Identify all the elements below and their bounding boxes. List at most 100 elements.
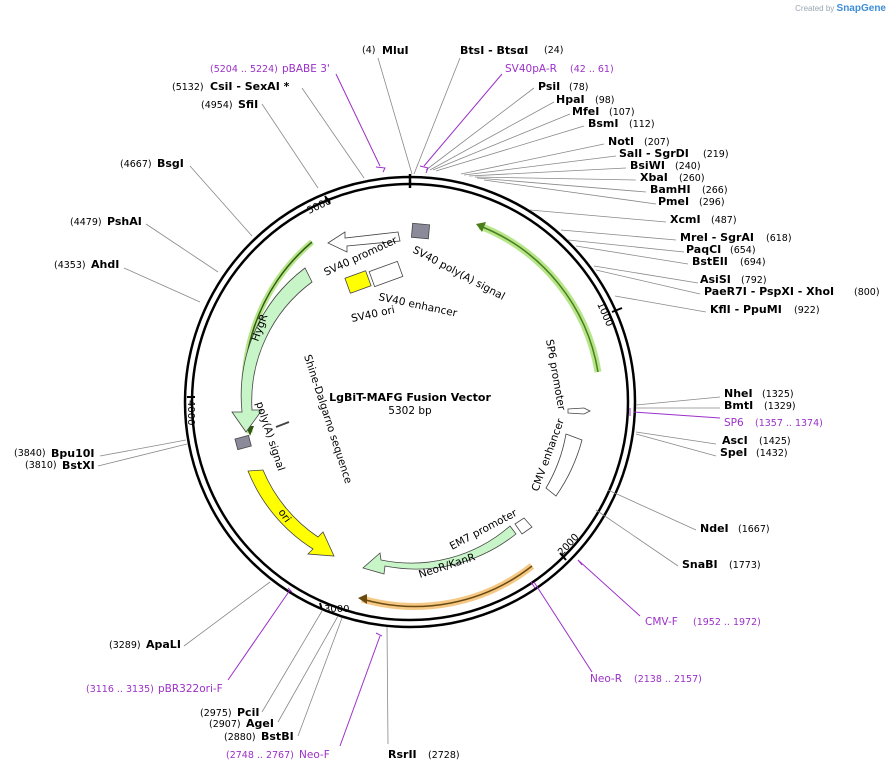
sites-right: (4) MluI BtsI - BtsαI (24) PsiI (78) Hpa…: [362, 44, 880, 761]
svg-text:(694): (694): [740, 257, 766, 268]
primer-lines: [227, 73, 721, 747]
svg-text:BsgI: BsgI: [157, 157, 184, 170]
label-neor: NeoR/KanR: [417, 551, 477, 581]
svg-text:BsmI: BsmI: [588, 117, 619, 130]
svg-text:BtsI - BtsαI: BtsI - BtsαI: [460, 44, 528, 57]
svg-text:(922): (922): [794, 305, 820, 316]
svg-text:SV40pA-R: SV40pA-R: [505, 63, 557, 75]
leader-lines-left: [97, 87, 365, 737]
svg-text:(296): (296): [699, 197, 725, 208]
svg-text:KflI - PpuMI: KflI - PpuMI: [710, 303, 782, 316]
tick-5000: 5000: [306, 195, 333, 217]
feature-hygr: [231, 267, 313, 433]
snapgene-brand: Created by SnapGene: [795, 3, 886, 14]
svg-text:MreI - SgrAI: MreI - SgrAI: [680, 231, 754, 244]
svg-text:(3810): (3810): [25, 460, 57, 471]
svg-text:BstEII: BstEII: [692, 255, 728, 268]
svg-text:(2975): (2975): [200, 708, 232, 719]
tick-2000: 2000: [556, 532, 582, 561]
svg-text:(800): (800): [854, 287, 880, 298]
svg-text:(1667): (1667): [738, 524, 770, 535]
svg-text:SnaBI: SnaBI: [682, 558, 718, 571]
feature-cmv-enhancer: [545, 433, 583, 497]
plasmid-name: LgBiT-MAFG Fusion Vector: [329, 391, 491, 404]
svg-text:(266): (266): [702, 185, 728, 196]
svg-text:(260): (260): [679, 173, 705, 184]
svg-text:PshAI: PshAI: [107, 215, 142, 228]
svg-text:(2907): (2907): [209, 719, 241, 730]
svg-text:pBR322ori-F: pBR322ori-F: [158, 683, 223, 695]
feature-ori: [247, 469, 335, 557]
label-shine-dalgarno: Shine-Dalgarno sequence: [301, 353, 354, 485]
svg-text:BamHI: BamHI: [650, 183, 691, 196]
svg-text:(487): (487): [711, 215, 737, 226]
tick-3000: 3000: [319, 602, 349, 615]
svg-text:pBABE 3': pBABE 3': [282, 63, 330, 75]
svg-text:RsrII: RsrII: [388, 748, 417, 761]
green-arc-head: [476, 222, 486, 232]
svg-text:(4667): (4667): [120, 159, 152, 170]
svg-text:(5132): (5132): [172, 82, 204, 93]
svg-text:ApaLI: ApaLI: [146, 638, 181, 651]
svg-text:CsiI - SexAI *: CsiI - SexAI *: [210, 80, 290, 93]
svg-text:(618): (618): [766, 233, 792, 244]
svg-text:SalI - SgrDI: SalI - SgrDI: [619, 147, 689, 160]
svg-text:(1329): (1329): [764, 401, 796, 412]
svg-text:BmtI: BmtI: [724, 399, 753, 412]
svg-text:2000: 2000: [556, 532, 581, 558]
orange-arc-head: [358, 594, 367, 604]
plasmid-length: 5302 bp: [388, 405, 432, 417]
feature-sv40-polya: [410, 222, 431, 240]
svg-text:PaeR7I - PspXI - XhoI: PaeR7I - PspXI - XhoI: [704, 285, 834, 298]
svg-text:XbaI: XbaI: [640, 171, 668, 184]
tick-4000: 4000: [185, 396, 196, 425]
svg-text:(4353): (4353): [54, 260, 86, 271]
svg-text:(1325): (1325): [762, 389, 794, 400]
svg-text:BstBI: BstBI: [261, 730, 294, 743]
feature-orange-arc-line: [361, 565, 533, 608]
label-polya-signal: poly(A) signal: [253, 400, 287, 472]
svg-text:AgeI: AgeI: [246, 717, 274, 730]
svg-text:(1425): (1425): [759, 436, 791, 447]
leader-lines: [377, 57, 721, 745]
svg-text:(98): (98): [595, 95, 615, 106]
svg-text:(1432): (1432): [756, 448, 788, 459]
svg-text:AscI: AscI: [722, 434, 748, 447]
svg-text:NdeI: NdeI: [700, 522, 729, 535]
svg-text:(4954): (4954): [201, 100, 233, 111]
svg-text:(240): (240): [675, 161, 701, 172]
label-sv40-ori: SV40 ori: [350, 304, 396, 325]
svg-text:(3116 .. 3135): (3116 .. 3135): [86, 684, 154, 695]
svg-text:PaqCI: PaqCI: [686, 243, 721, 256]
svg-text:(1952 .. 1972): (1952 .. 1972): [693, 617, 761, 628]
svg-text:BstXI: BstXI: [62, 459, 95, 472]
svg-text:(42 .. 61): (42 .. 61): [570, 64, 614, 75]
svg-text:(2880): (2880): [224, 732, 256, 743]
svg-text:PmeI: PmeI: [658, 195, 689, 208]
svg-text:SP6: SP6: [724, 417, 744, 429]
svg-text:(792): (792): [741, 275, 767, 286]
svg-text:PciI: PciI: [237, 706, 259, 719]
svg-text:XcmI: XcmI: [670, 213, 701, 226]
svg-text:PsiI: PsiI: [538, 80, 560, 93]
svg-text:(3289): (3289): [109, 640, 141, 651]
svg-text:(2138 .. 2157): (2138 .. 2157): [634, 674, 702, 685]
svg-text:(2728): (2728): [428, 750, 460, 761]
feature-sp6: [567, 407, 591, 415]
svg-text:(4): (4): [362, 45, 375, 56]
svg-text:AsiSI: AsiSI: [700, 273, 731, 286]
svg-text:SfiI: SfiI: [238, 98, 258, 111]
svg-text:(1357 .. 1374): (1357 .. 1374): [755, 418, 823, 429]
svg-text:(654): (654): [730, 245, 756, 256]
svg-text:Bpu10I: Bpu10I: [51, 447, 95, 460]
svg-text:MluI: MluI: [382, 44, 409, 57]
label-sp6-promoter: SP6 promoter: [543, 338, 567, 411]
feature-shine-dalgarno: [275, 421, 290, 428]
svg-text:(2748 .. 2767): (2748 .. 2767): [226, 750, 294, 761]
svg-text:3000: 3000: [324, 604, 349, 615]
feature-neor: [362, 525, 517, 575]
feature-polya: [234, 434, 252, 451]
svg-text:Neo-F: Neo-F: [299, 749, 330, 761]
svg-text:(4479): (4479): [70, 217, 102, 228]
